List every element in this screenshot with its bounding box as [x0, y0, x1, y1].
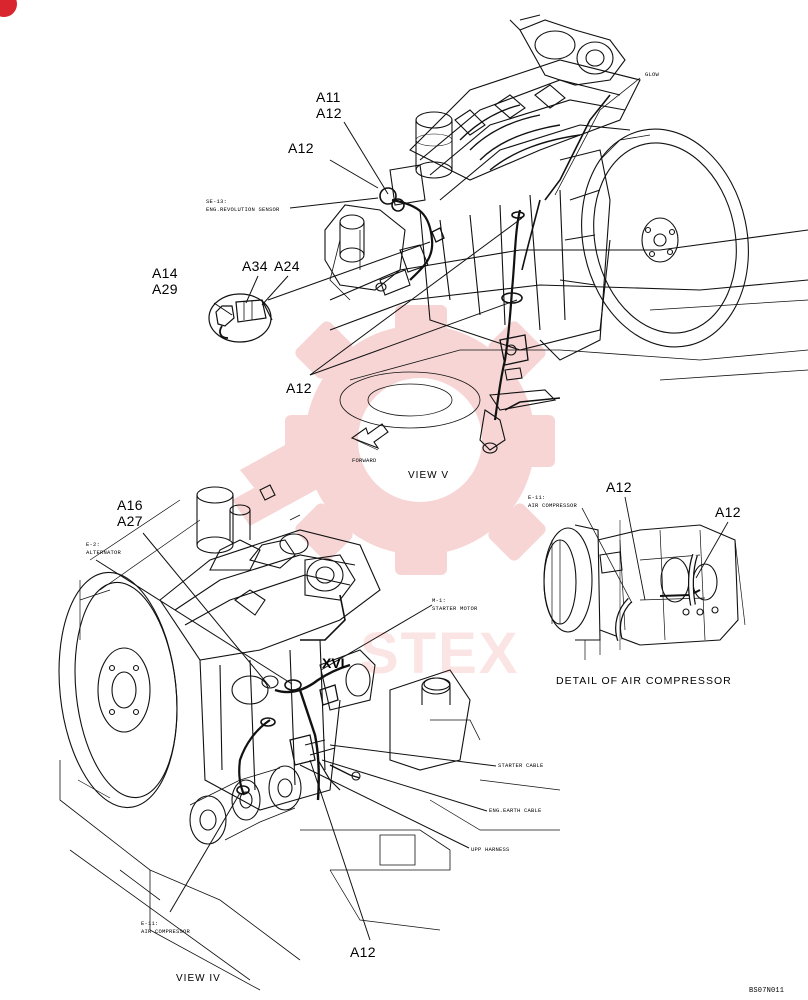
callout-a12-left: A12 [288, 140, 314, 156]
callout-a12-detail-right: A12 [715, 504, 741, 520]
corner-badge-icon [0, 0, 17, 17]
bottom-leader-lines [95, 532, 497, 941]
callout-a12-detail-left: A12 [606, 479, 632, 495]
label-glow: GLOW [645, 71, 660, 78]
callout-a24: A24 [274, 258, 300, 274]
callout-a12-pair: A12 [316, 105, 342, 121]
engine-view-v-drawing [324, 14, 808, 454]
label-eng-earth-cable: ENG.EARTH CABLE [489, 807, 542, 814]
callout-a12-bottom: A12 [350, 944, 376, 960]
label-e11-detail-id: E-11: [528, 494, 546, 501]
callout-a29: A29 [152, 281, 178, 297]
label-m1-name: STARTER MOTOR [432, 605, 478, 612]
callout-a27: A27 [117, 513, 143, 529]
callout-a11: A11 [316, 89, 341, 105]
label-e2-id: E-2: [86, 541, 101, 548]
callout-xvi: XVI [322, 655, 345, 671]
label-starter-cable: STARTER CABLE [498, 762, 544, 769]
title-detail-air-compressor: DETAIL OF AIR COMPRESSOR [556, 675, 732, 687]
forward-arrow-icon [350, 423, 389, 451]
label-se13-id: SE-13: [206, 198, 228, 205]
label-e11-detail-name: AIR COMPRESSOR [528, 502, 578, 509]
label-se13-name: ENG.REVOLUTION SENSOR [206, 206, 280, 213]
callout-a12-view-v: A12 [286, 380, 312, 396]
air-compressor-detail-drawing [543, 496, 746, 660]
label-forward: FORWARD [352, 457, 377, 464]
title-view-v: VIEW V [408, 470, 450, 481]
title-view-iv: VIEW IV [176, 973, 221, 984]
label-upp-harness: UPP HARNESS [471, 846, 510, 853]
callout-a14: A14 [152, 265, 178, 281]
drawing-number: BS07N011 [749, 987, 785, 995]
top-leader-lines [213, 121, 523, 376]
engine-view-iv-drawing [58, 484, 561, 991]
detail-inset-circle [208, 293, 273, 343]
callout-a16: A16 [117, 497, 143, 513]
watermark-text: STEX [360, 621, 520, 686]
label-e11-name: AIR COMPRESSOR [141, 928, 191, 935]
label-e11-id: E-11: [141, 920, 159, 927]
label-m1-id: M-1: [432, 597, 447, 604]
label-e2-name: ALTERNATOR [86, 549, 122, 556]
callout-a34: A34 [242, 258, 268, 274]
